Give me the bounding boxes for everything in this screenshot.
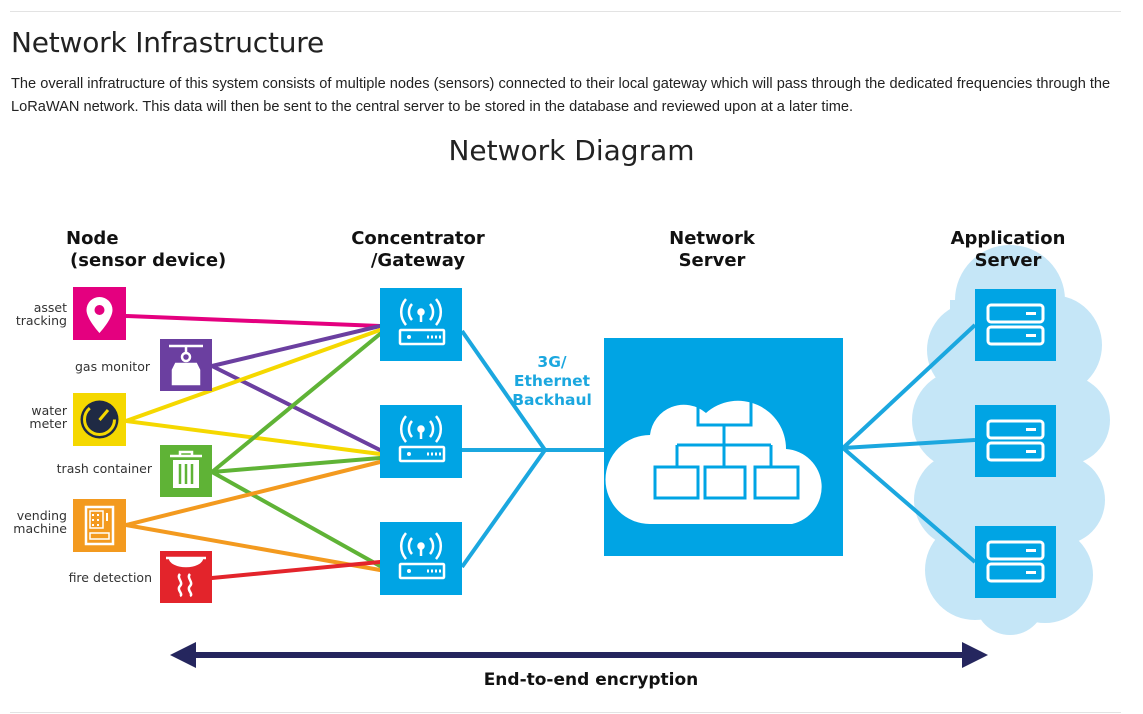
gateway-3 <box>380 522 462 595</box>
backhaul-label: 3G/ Ethernet Backhaul <box>512 353 592 409</box>
svg-text:Server: Server <box>975 250 1042 271</box>
server-links <box>841 323 977 564</box>
encryption-arrow <box>170 642 988 668</box>
svg-text:Node: Node <box>66 228 119 249</box>
gateway-2 <box>380 405 462 478</box>
svg-text:Network: Network <box>669 228 756 249</box>
svg-text:Application: Application <box>951 228 1066 249</box>
gas-cylinder-icon <box>169 344 203 386</box>
router-icon <box>398 415 446 463</box>
svg-text:3G/: 3G/ <box>537 353 567 371</box>
gas-monitor-node: gas monitor <box>75 339 212 391</box>
svg-text:Backhaul: Backhaul <box>512 391 592 409</box>
cloud-network-icon <box>605 395 822 524</box>
trash-container-node: trash container <box>57 445 212 497</box>
vending-machine-node: vending machine <box>13 499 126 552</box>
svg-text:trash container: trash container <box>57 461 153 476</box>
server-icon <box>986 303 1045 346</box>
svg-text:tracking: tracking <box>16 313 67 328</box>
node-column-heading: Node (sensor device) <box>66 228 226 271</box>
network-server <box>604 338 843 556</box>
network-server-column-heading: Network Server <box>669 228 756 271</box>
location-pin-icon <box>86 297 113 333</box>
svg-text:meter: meter <box>29 416 67 431</box>
svg-text:water: water <box>31 403 67 418</box>
svg-text:(sensor device): (sensor device) <box>70 250 226 271</box>
router-icon <box>398 298 446 346</box>
application-server-1 <box>975 289 1056 361</box>
svg-text:Concentrator: Concentrator <box>351 228 485 249</box>
intro-paragraph: The overall infratructure of this system… <box>11 76 1111 115</box>
svg-text:gas monitor: gas monitor <box>75 359 151 374</box>
asset-tracking-node: asset tracking <box>16 287 126 340</box>
svg-text:Server: Server <box>679 250 746 271</box>
svg-text:vending: vending <box>17 508 67 523</box>
diagram-title: Network Diagram <box>448 134 695 167</box>
svg-text:asset: asset <box>34 300 67 315</box>
trash-can-icon <box>170 450 202 488</box>
gateway-1 <box>380 288 462 361</box>
application-server-2 <box>975 405 1056 477</box>
vending-machine-icon <box>84 505 115 546</box>
water-meter-node: water meter <box>29 393 126 446</box>
node-gateway-links <box>124 314 382 580</box>
gauge-icon <box>80 400 119 439</box>
section-title: Network Infrastructure <box>11 26 325 59</box>
router-icon <box>398 532 446 580</box>
svg-text:machine: machine <box>13 521 67 536</box>
svg-text:fire detection: fire detection <box>69 570 152 585</box>
top-divider <box>10 11 1121 12</box>
svg-text:Ethernet: Ethernet <box>514 372 591 390</box>
bottom-divider <box>10 712 1121 713</box>
application-server-3 <box>975 526 1056 598</box>
backhaul-links <box>460 329 604 569</box>
encryption-label: End-to-end encryption <box>484 670 699 690</box>
gateway-column-heading: Concentrator /Gateway <box>351 228 485 271</box>
server-icon <box>986 540 1045 583</box>
smoke-detector-icon <box>166 556 206 598</box>
server-icon <box>986 419 1045 462</box>
svg-text:/Gateway: /Gateway <box>371 250 466 271</box>
application-server-column-heading: Application Server <box>951 228 1066 271</box>
fire-detection-node: fire detection <box>69 551 212 603</box>
